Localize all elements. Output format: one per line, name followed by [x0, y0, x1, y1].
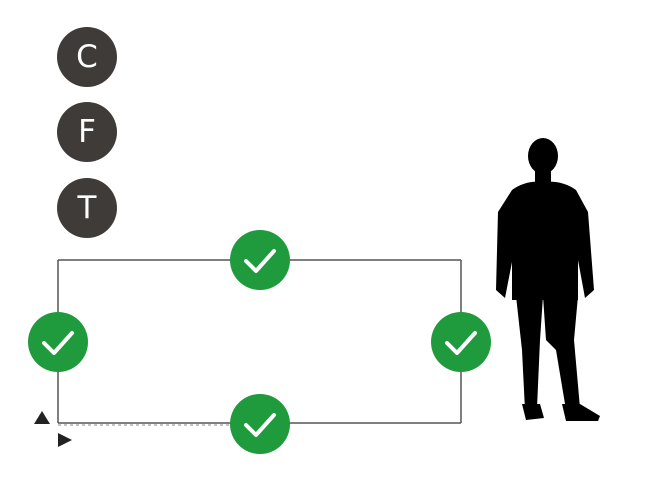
mode-button-t-label: T	[77, 189, 97, 226]
mode-button-t[interactable]: T	[57, 178, 117, 238]
edge-check-right[interactable]	[431, 312, 491, 372]
triangle-up-icon	[34, 411, 50, 424]
mode-button-f-label: F	[78, 113, 96, 150]
edge-check-bottom[interactable]	[230, 394, 290, 454]
triangle-right-icon	[58, 433, 72, 447]
check-icon	[445, 331, 477, 355]
mode-button-f[interactable]: F	[57, 102, 117, 162]
check-icon	[244, 413, 276, 437]
edge-check-left[interactable]	[28, 312, 88, 372]
check-icon	[244, 249, 276, 273]
edge-check-top[interactable]	[230, 230, 290, 290]
mode-button-c-label: C	[76, 38, 98, 75]
check-icon	[42, 331, 74, 355]
person-silhouette-icon	[496, 138, 600, 421]
mode-button-c[interactable]: C	[57, 27, 117, 87]
